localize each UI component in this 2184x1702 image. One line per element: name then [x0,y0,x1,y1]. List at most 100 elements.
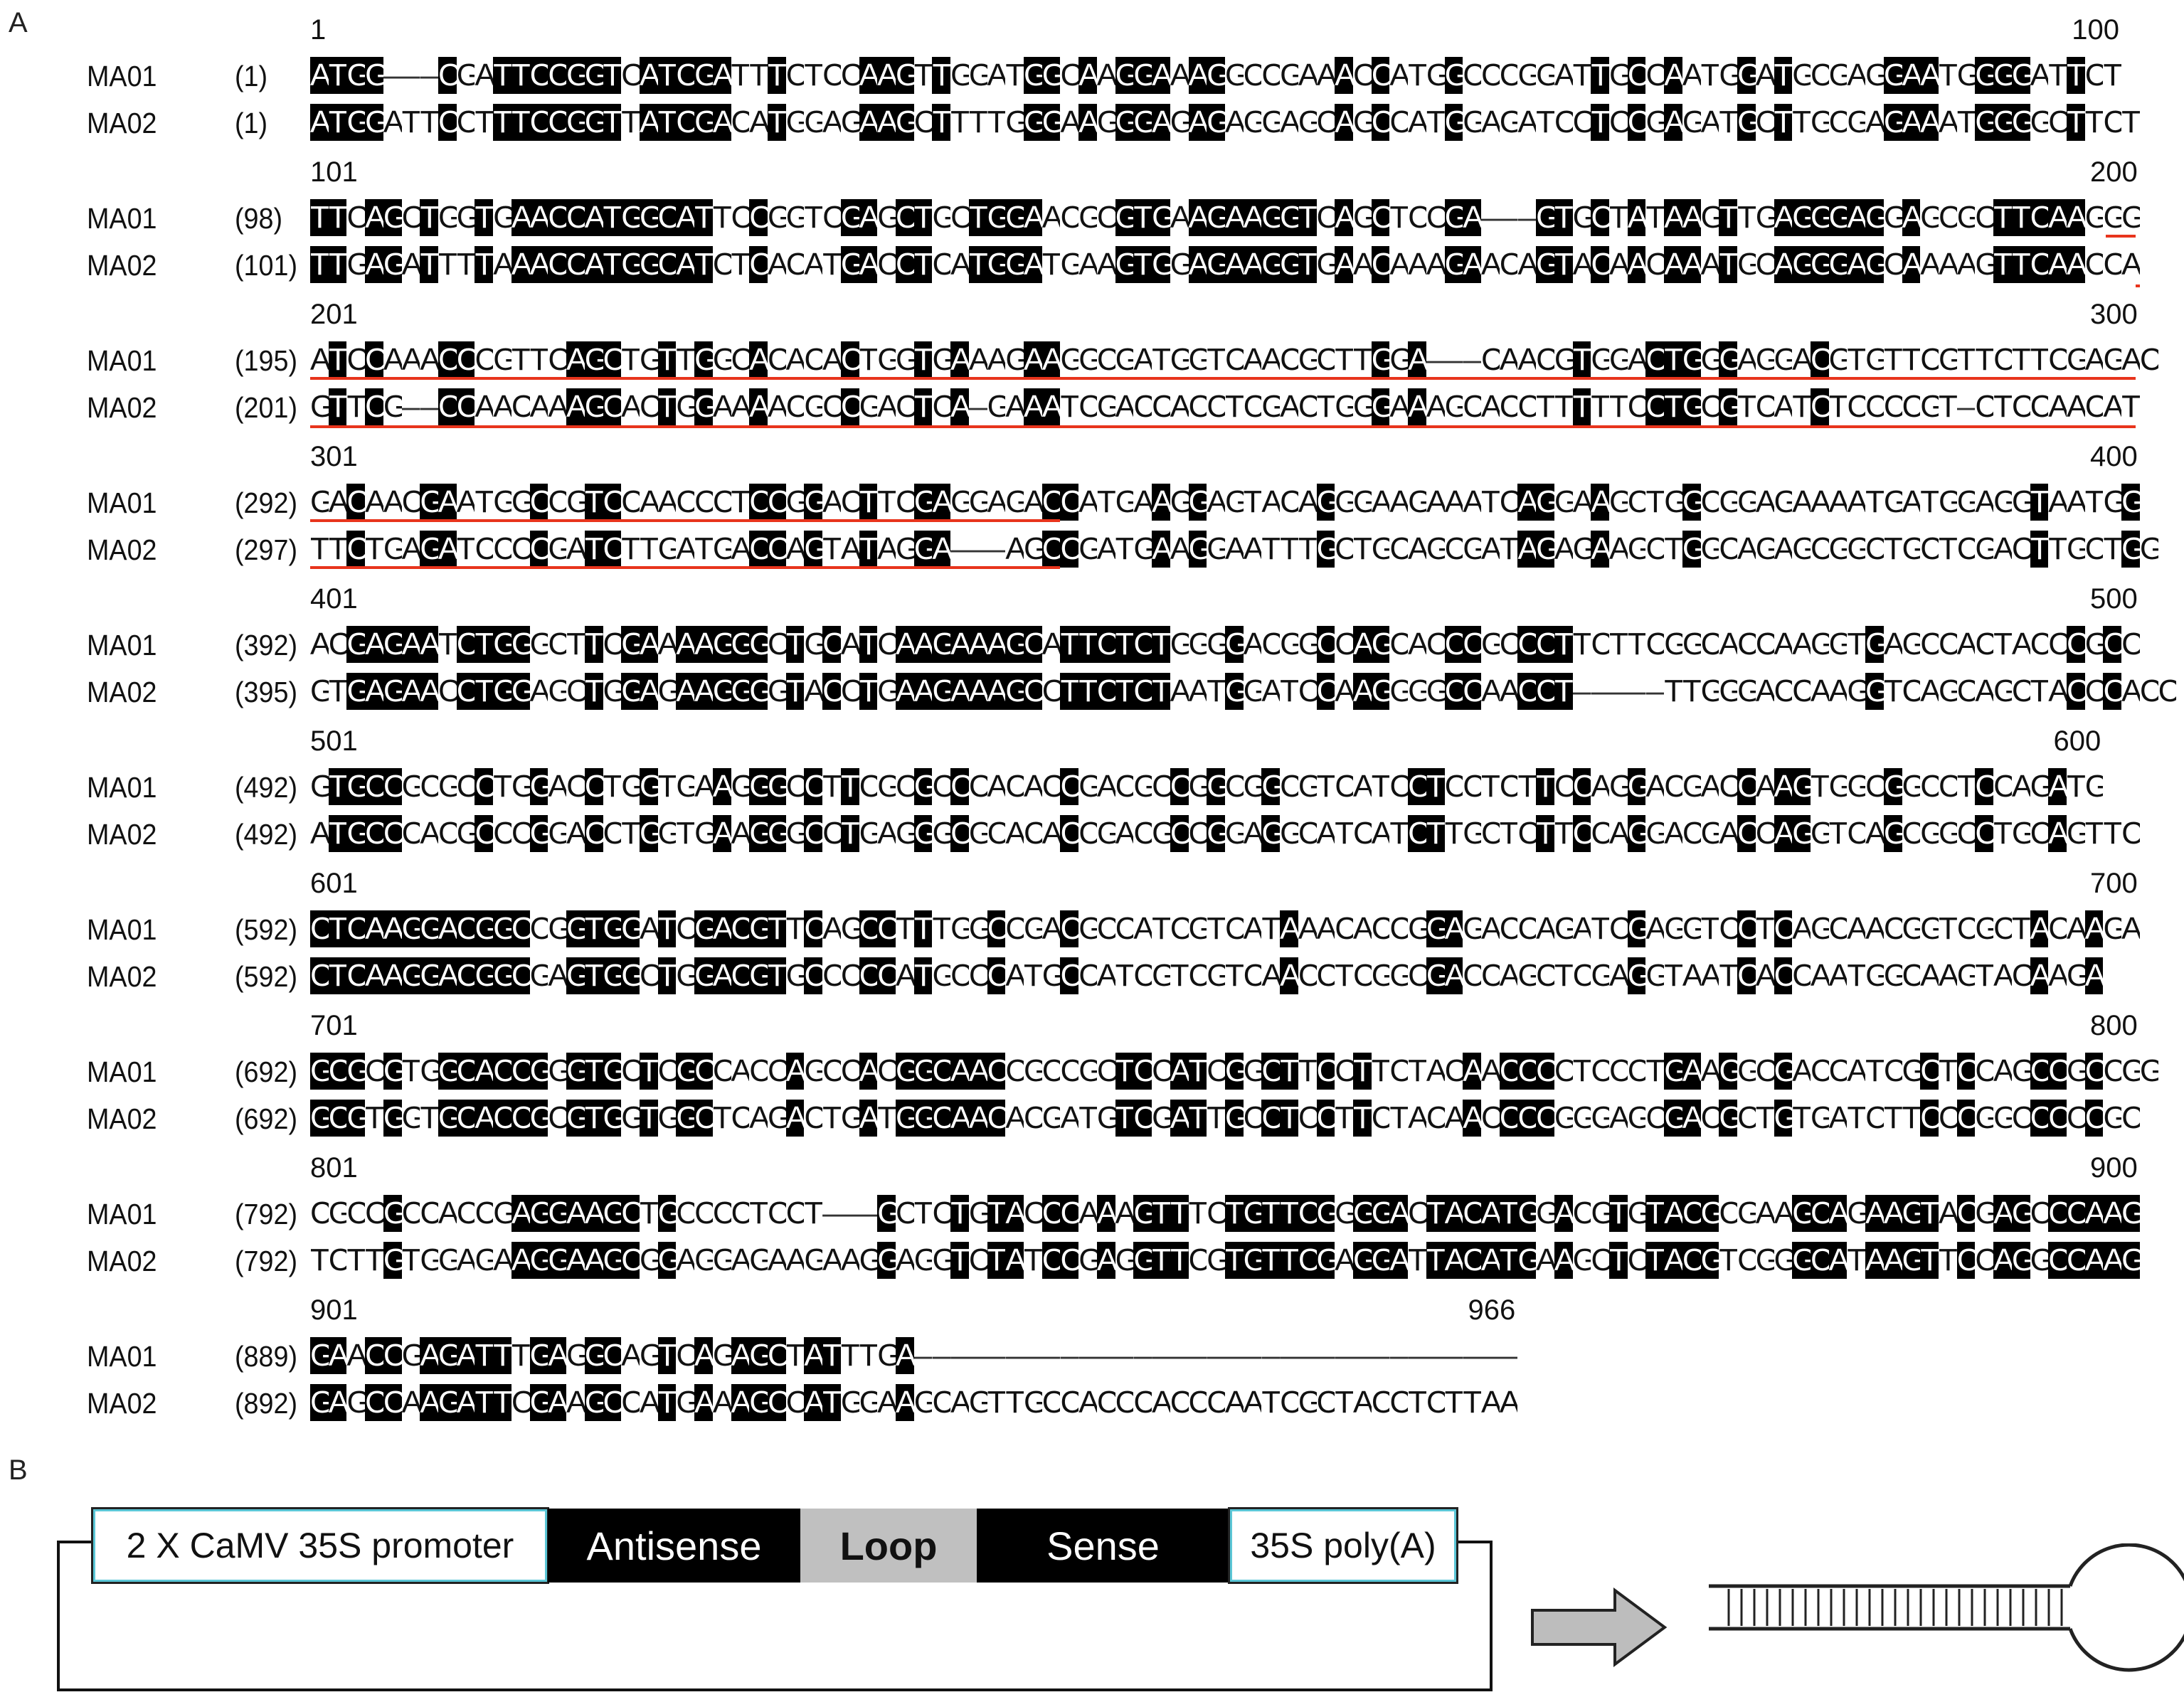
residue: G [1280,626,1298,663]
residue: A [1517,104,1537,141]
residue: G [420,484,439,521]
residue: G [1463,531,1481,568]
residue: T [1719,1242,1738,1279]
residue: T [584,1100,603,1137]
residue: T [420,1100,439,1137]
residue: T [1316,768,1335,805]
residue: C [420,1195,439,1232]
residue: G [2030,1242,2049,1279]
residue: A [1554,1242,1573,1279]
residue: C [712,246,731,283]
residue: C [1645,341,1665,378]
residue: A [1865,1195,1884,1232]
residue: G [1371,388,1390,425]
residue: G [896,1100,914,1137]
sense-box: Sense [977,1509,1229,1583]
residue: A [1024,768,1042,805]
residue: C [1298,815,1317,852]
residue: C [767,626,786,663]
residue: C [1207,1053,1225,1090]
residue: G [712,341,731,378]
residue: A [1664,1242,1682,1279]
residue: G [1316,246,1335,283]
residue: C [1481,815,1500,852]
residue: C [676,104,695,141]
residue: G [1444,388,1463,425]
residue: C [767,484,786,521]
residue: G [1316,484,1335,521]
residue: T [1554,199,1573,236]
residue: A [840,626,859,663]
residue: C [767,1195,786,1232]
residue: C [1078,815,1097,852]
residue: T [1408,1242,1426,1279]
residue: C [968,1242,987,1279]
residue: A [438,957,457,994]
residue: G [2067,957,2085,994]
residue: T [1426,815,1445,852]
residue: A [1152,1384,1170,1421]
residue: A [365,673,383,710]
residue: A [401,246,420,283]
residue: G [529,957,548,994]
residue: T [566,626,585,663]
residue: T [1152,1195,1170,1232]
residue: T [475,673,494,710]
residue: C [1627,1242,1646,1279]
residue: C [1993,341,2012,378]
residue: G [877,768,896,805]
ruler-end: 200 [2090,156,2138,188]
residue: G [1700,1195,1719,1232]
residue: T [2030,484,2049,521]
residue: C [493,531,511,568]
residue: C [401,199,420,236]
residue: G [1243,768,1262,805]
residue: T [1426,1242,1445,1279]
residue: G [1316,1242,1335,1279]
residue: C [383,1337,402,1374]
residue: G [840,910,859,947]
residue: G [1865,199,1884,236]
residue: A [1865,1242,1884,1279]
residue: T [2084,104,2104,141]
residue: A [493,246,511,283]
residue: C [1865,1100,1884,1137]
residue: C [822,673,841,710]
residue: T [1499,815,1518,852]
residue: C [1352,57,1372,94]
residue: G [1883,484,1902,521]
residue: G [346,1053,366,1090]
residue: T [1224,1195,1244,1232]
residue: C [896,1195,914,1232]
residue: C [785,246,805,283]
residue: A [950,673,969,710]
residue: A [1389,1242,1409,1279]
residue: C [2103,1053,2122,1090]
residue: G [2121,531,2140,568]
residue: C [456,1100,475,1137]
residue: A [1463,1053,1481,1090]
residue: A [1682,957,1701,994]
residue: G [346,1100,366,1137]
residue: G [1170,104,1189,141]
residue: A [859,1100,878,1137]
residue: G [493,957,511,994]
target-region-underline [310,566,1060,569]
residue: G [1902,626,1921,663]
residue: C [1371,910,1390,947]
residue: G [1005,199,1024,236]
residue: A [1243,531,1262,568]
residue: T [1152,341,1170,378]
residue: T [1280,1242,1298,1279]
residue: A [1902,104,1921,141]
residue: T [621,815,640,852]
residue: C [1243,1100,1262,1137]
residue: G [694,1242,713,1279]
residue: C [1645,531,1665,568]
residue: C [456,910,475,947]
residue: T [1426,768,1445,805]
residue: A [1426,484,1445,521]
residue: — [968,531,987,568]
antisense-box: Antisense [548,1509,800,1583]
residue: C [1096,626,1115,663]
